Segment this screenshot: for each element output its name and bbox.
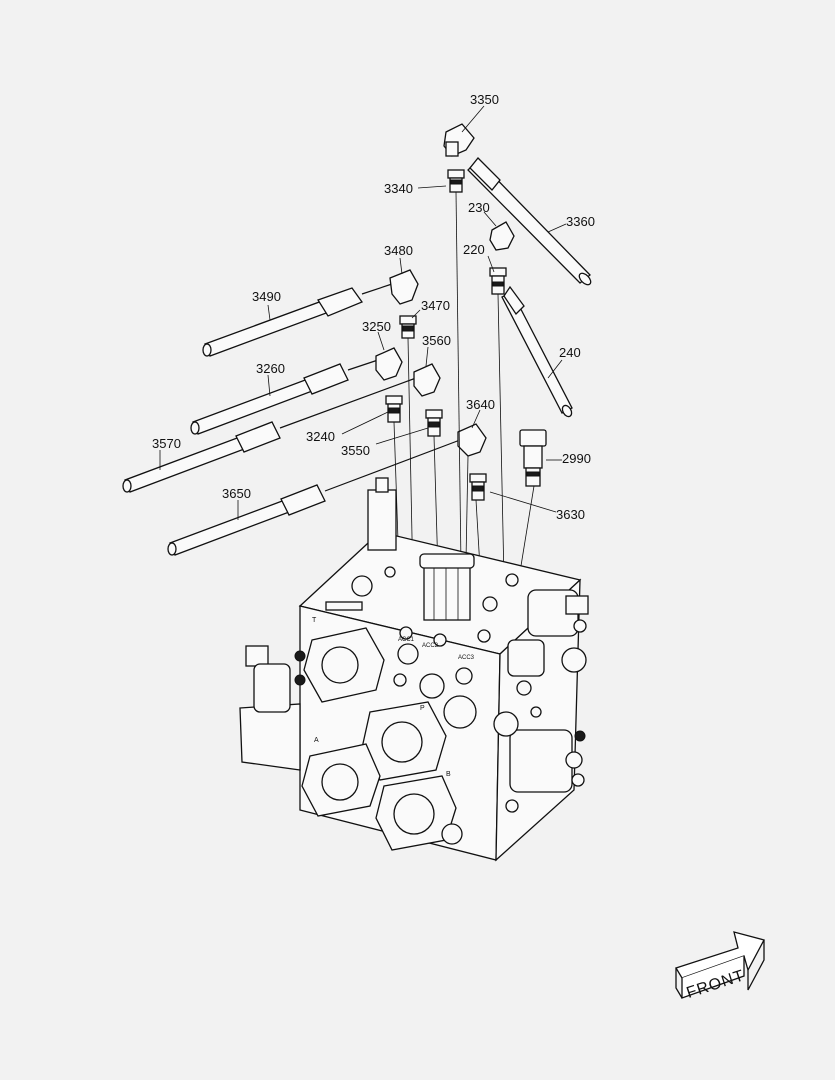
callout-3560: 3560 [422, 333, 451, 348]
fitting-3470 [399, 315, 417, 339]
fitting-3250 [375, 347, 403, 381]
callout-3240: 3240 [306, 429, 335, 444]
hose-3570 [122, 377, 417, 493]
hose-3490 [202, 283, 393, 357]
hose-3260 [190, 359, 379, 435]
solenoid-right-mid [507, 639, 587, 677]
callout-3470: 3470 [421, 298, 450, 313]
callout-220: 220 [463, 242, 485, 257]
callout-3260: 3260 [256, 361, 285, 376]
callout-3550: 3550 [341, 443, 370, 458]
callout-3490: 3490 [252, 289, 281, 304]
fitting-3480 [389, 269, 419, 305]
callout-2990: 2990 [562, 451, 591, 466]
hose-3650 [167, 439, 461, 556]
fitting-3560 [413, 363, 441, 397]
hose-3360 [467, 157, 592, 286]
solenoid-right-lower [509, 729, 586, 793]
flange-p [361, 701, 447, 781]
port-label-acc3: ACC3 [458, 655, 475, 661]
sensor-2990 [519, 429, 547, 487]
fitting-230 [489, 221, 515, 251]
flange-t [294, 627, 385, 703]
fitting-3640 [457, 423, 487, 457]
callout-3630: 3630 [556, 507, 585, 522]
callout-3250: 3250 [362, 319, 391, 334]
callout-3360: 3360 [566, 214, 595, 229]
port-label-acc2: ACC2 [422, 643, 439, 649]
hose-240 [501, 285, 573, 418]
callout-3570: 3570 [152, 436, 181, 451]
callout-3340: 3340 [384, 181, 413, 196]
callout-3650: 3650 [222, 486, 251, 501]
fitting-3630 [469, 473, 487, 501]
fitting-3340 [447, 169, 465, 193]
fitting-3550 [425, 409, 443, 437]
flange-b [375, 775, 457, 851]
flange-a [301, 743, 381, 817]
fitting-220 [489, 267, 507, 295]
solenoid-right-upper [527, 589, 589, 637]
fitting-3350 [443, 123, 475, 157]
port-label-b: B [446, 771, 451, 778]
valve-block: ACC1 ACC2 ACC3 T P A B [239, 477, 589, 862]
callout-3640: 3640 [466, 397, 495, 412]
port-label-t: T [312, 617, 317, 624]
fitting-3240 [385, 395, 403, 423]
callout-230: 230 [468, 200, 490, 215]
callout-3480: 3480 [384, 243, 413, 258]
front-arrow-icon: FRONT [675, 931, 765, 1002]
callout-240: 240 [559, 345, 581, 360]
port-label-a: A [314, 737, 319, 744]
port-label-p: P [420, 705, 425, 712]
port-label-acc1: ACC1 [398, 637, 415, 643]
callout-3350: 3350 [470, 92, 499, 107]
